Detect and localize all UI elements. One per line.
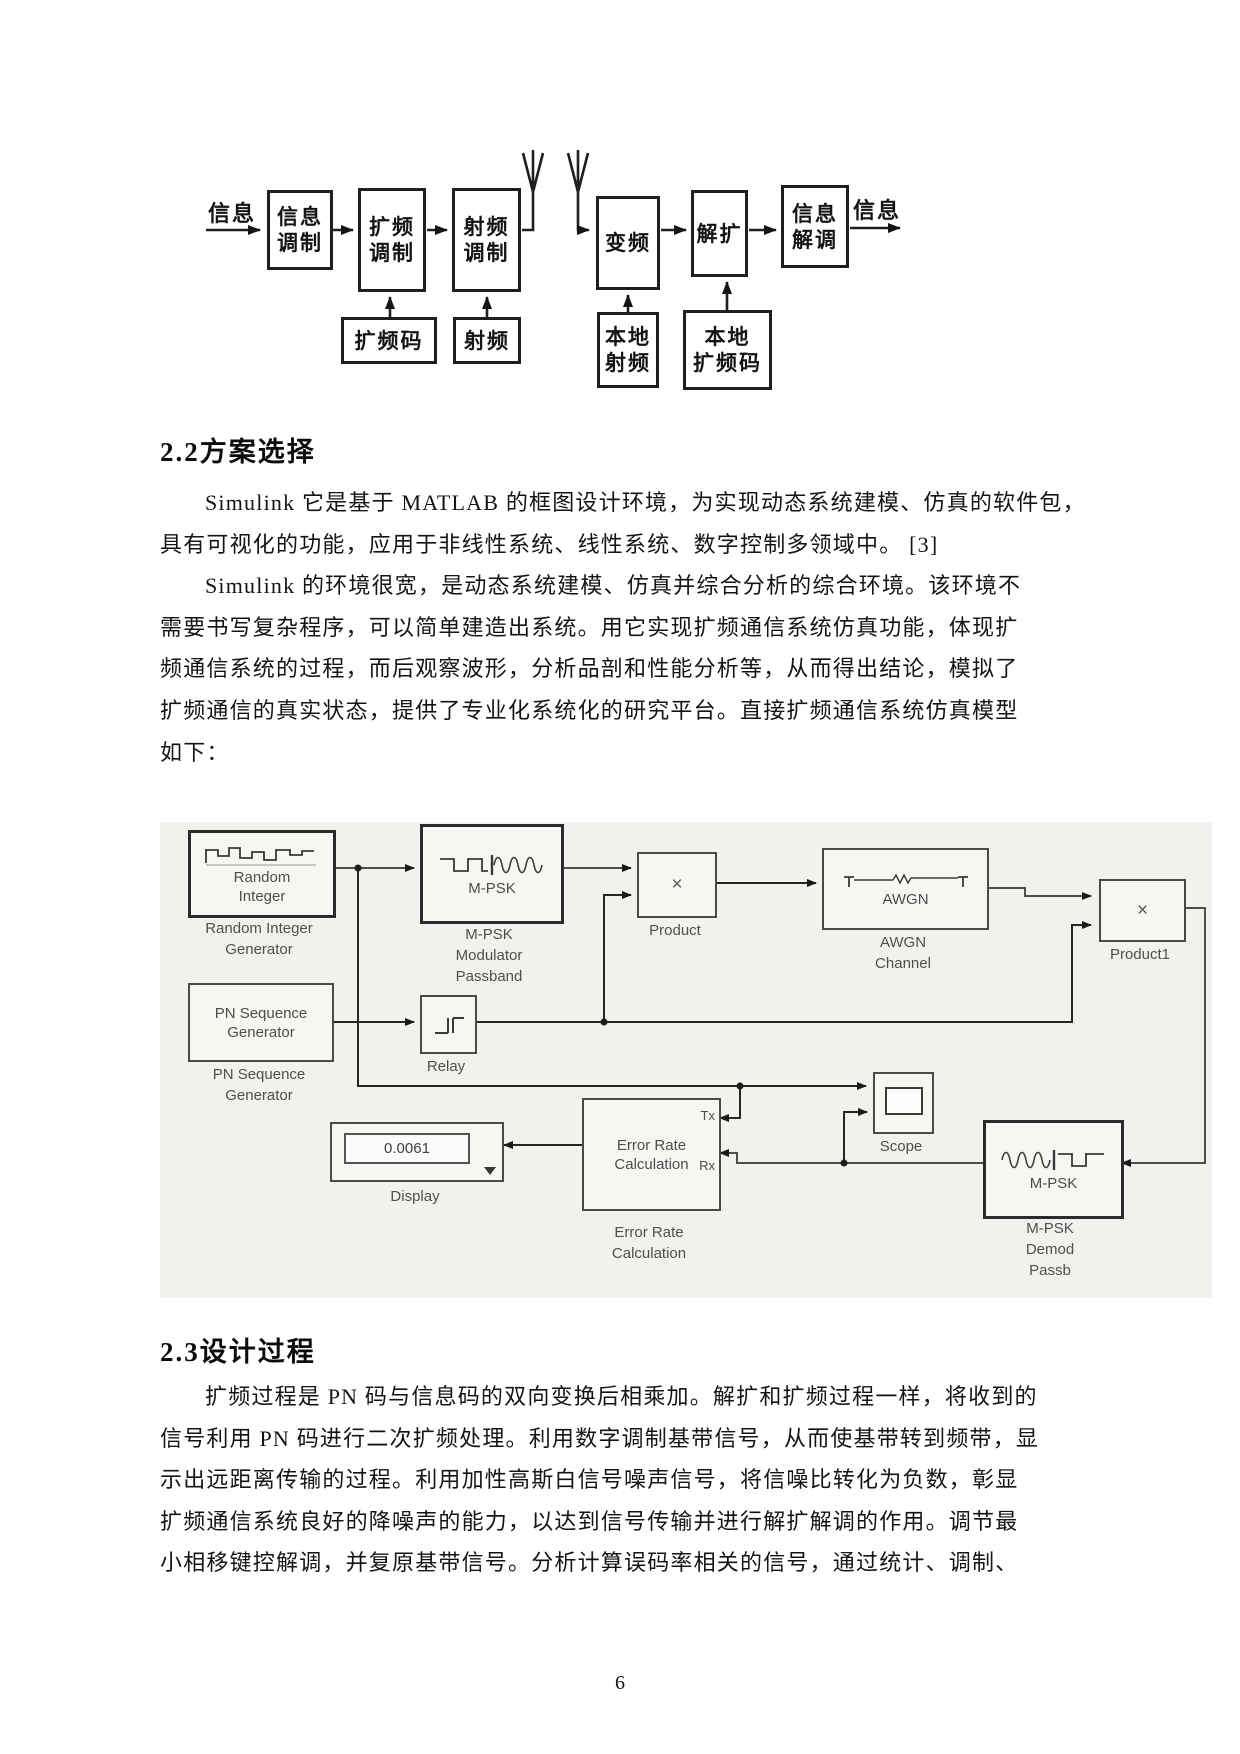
simulink-block-product1: × bbox=[1099, 879, 1186, 942]
diagram-box-info-demodulation: 信息 解调 bbox=[781, 185, 849, 268]
figure-simulink-model: Random Integer Random Integer Generator … bbox=[160, 822, 1212, 1298]
simulink-label-awgn-channel: AWGN Channel bbox=[875, 934, 931, 972]
simulink-block-display: 0.0061 bbox=[330, 1122, 504, 1182]
simulink-label-product1: Product1 bbox=[1109, 946, 1171, 963]
simulink-block-scope bbox=[873, 1072, 934, 1134]
section-heading-2-2: 2.2方案选择 bbox=[160, 437, 316, 467]
diagram-box-despread: 解扩 bbox=[691, 190, 748, 277]
diagram-box-local-rf: 本地 射频 bbox=[597, 312, 659, 388]
paragraph-line: 示出远距离传输的过程。利用加性高斯白信号噪声信号，将信噪比转化为负数，彰显 bbox=[160, 1467, 1019, 1493]
multiply-icon: × bbox=[1136, 899, 1149, 921]
relay-hysteresis-icon bbox=[434, 1016, 464, 1034]
diagram-box-frequency-convert: 变频 bbox=[596, 196, 660, 290]
noise-channel-icon bbox=[843, 872, 968, 887]
staircase-signal-icon bbox=[205, 847, 316, 866]
simulink-block-product: × bbox=[637, 852, 717, 918]
square-to-sine-wave-icon bbox=[440, 854, 543, 875]
paragraph-line: 信号利用 PN 码进行二次扩频处理。利用数字调制基带信号，从而使基带转到频带，显 bbox=[160, 1425, 1040, 1451]
display-dropdown-icon bbox=[484, 1167, 496, 1175]
port-rx: Rx bbox=[699, 1158, 715, 1173]
simulink-label-product: Product bbox=[649, 922, 701, 939]
diagram-box-info-modulation: 信息 调制 bbox=[267, 190, 333, 270]
simulink-block-relay bbox=[420, 995, 477, 1054]
figure-spread-spectrum-block-diagram: 信息 信息 信息 调制 扩频 调制 射频 调制 变频 解扩 信息 解调 扩频码 … bbox=[0, 0, 1240, 430]
page-number: 6 bbox=[615, 1672, 625, 1694]
paragraph-line: Simulink 它是基于 MATLAB 的框图设计环境，为实现动态系统建模、仿… bbox=[205, 490, 1086, 515]
simulink-label-mpsk-modulator-passband: M-PSK Modulator Passband bbox=[455, 926, 523, 985]
multiply-icon: × bbox=[671, 874, 683, 895]
paragraph-line: 如下： bbox=[160, 739, 230, 765]
section-2-2-text: Simulink 它是基于 MATLAB 的框图设计环境，为实现动态系统建模、仿… bbox=[160, 482, 1085, 773]
section-2-3-text: 扩频过程是 PN 码与信息码的双向变换后相乘加。解扩和扩频过程一样，将收到的 信… bbox=[160, 1376, 1085, 1584]
diagram-output-label: 信息 bbox=[853, 198, 902, 223]
diagram-box-local-spread-code: 本地 扩频码 bbox=[683, 310, 772, 390]
paragraph-line: 扩频过程是 PN 码与信息码的双向变换后相乘加。解扩和扩频过程一样，将收到的 bbox=[205, 1384, 1038, 1409]
simulink-block-mpsk-modulator: M-PSK bbox=[420, 824, 564, 924]
paragraph-line: 需要书写复杂程序，可以简单建造出系统。用它实现扩频通信系统仿真功能，体现扩 bbox=[160, 614, 1019, 640]
simulink-label-mpsk-demodulator-passband: M-PSK Demod Passb bbox=[1025, 1220, 1075, 1279]
diagram-box-rf-modulation: 射频 调制 bbox=[452, 188, 521, 292]
paragraph-line: 小相移键控解调，并复原基带信号。分析计算误码率相关的信号，通过统计、调制、 bbox=[160, 1550, 1019, 1576]
simulink-label-relay: Relay bbox=[426, 1058, 466, 1075]
simulink-label-error-rate-calculation: Error Rate Calculation bbox=[611, 1224, 687, 1262]
scope-screen-icon bbox=[884, 1087, 923, 1115]
section-heading-2-3: 2.3设计过程 bbox=[160, 1337, 316, 1367]
paragraph-line: 扩频通信系统良好的降噪声的能力，以达到信号传输并进行解扩解调的作用。调节最 bbox=[160, 1508, 1019, 1534]
simulink-label-scope: Scope bbox=[879, 1138, 923, 1155]
simulink-label-random-integer-generator: Random Integer Generator bbox=[205, 920, 313, 958]
simulink-block-pn-sequence-generator: PN Sequence Generator bbox=[188, 983, 334, 1062]
simulink-label-pn-sequence-generator: PN Sequence Generator bbox=[212, 1066, 306, 1104]
paragraph-line: 频通信系统的过程，而后观察波形，分析品剖和性能分析等，从而得出结论，模拟了 bbox=[160, 656, 1019, 682]
simulink-block-random-integer: Random Integer bbox=[188, 830, 336, 918]
paragraph-line: 扩频通信的真实状态，提供了专业化系统化的研究平台。直接扩频通信系统仿真模型 bbox=[160, 697, 1019, 723]
diagram-box-spread-modulation: 扩频 调制 bbox=[358, 188, 426, 292]
diagram-input-label: 信息 bbox=[208, 201, 257, 226]
block-diagram-wires bbox=[206, 150, 901, 317]
sine-to-square-wave-icon bbox=[1000, 1150, 1104, 1170]
diagram-box-rf: 射频 bbox=[453, 317, 521, 364]
simulink-wiring-layer bbox=[330, 864, 1206, 1167]
port-tx: Tx bbox=[700, 1108, 715, 1123]
simulink-block-awgn: AWGN bbox=[822, 848, 989, 930]
paragraph-line: Simulink 的环境很宽，是动态系统建模、仿真并综合分析的综合环境。该环境不 bbox=[205, 573, 1022, 599]
simulink-block-mpsk-demodulator: M-PSK bbox=[983, 1120, 1124, 1219]
paragraph-line: 具有可视化的功能，应用于非线性系统、线性系统、数字控制多领域中。 [3] bbox=[160, 531, 939, 557]
simulink-block-error-rate-calculation: Error Rate Calculation Tx Rx bbox=[582, 1098, 721, 1211]
simulink-label-display: Display bbox=[390, 1188, 440, 1205]
diagram-box-spread-code: 扩频码 bbox=[341, 317, 437, 364]
display-value: 0.0061 bbox=[344, 1133, 470, 1164]
tx-antenna-icon bbox=[521, 150, 545, 193]
rx-antenna-icon bbox=[566, 150, 590, 193]
